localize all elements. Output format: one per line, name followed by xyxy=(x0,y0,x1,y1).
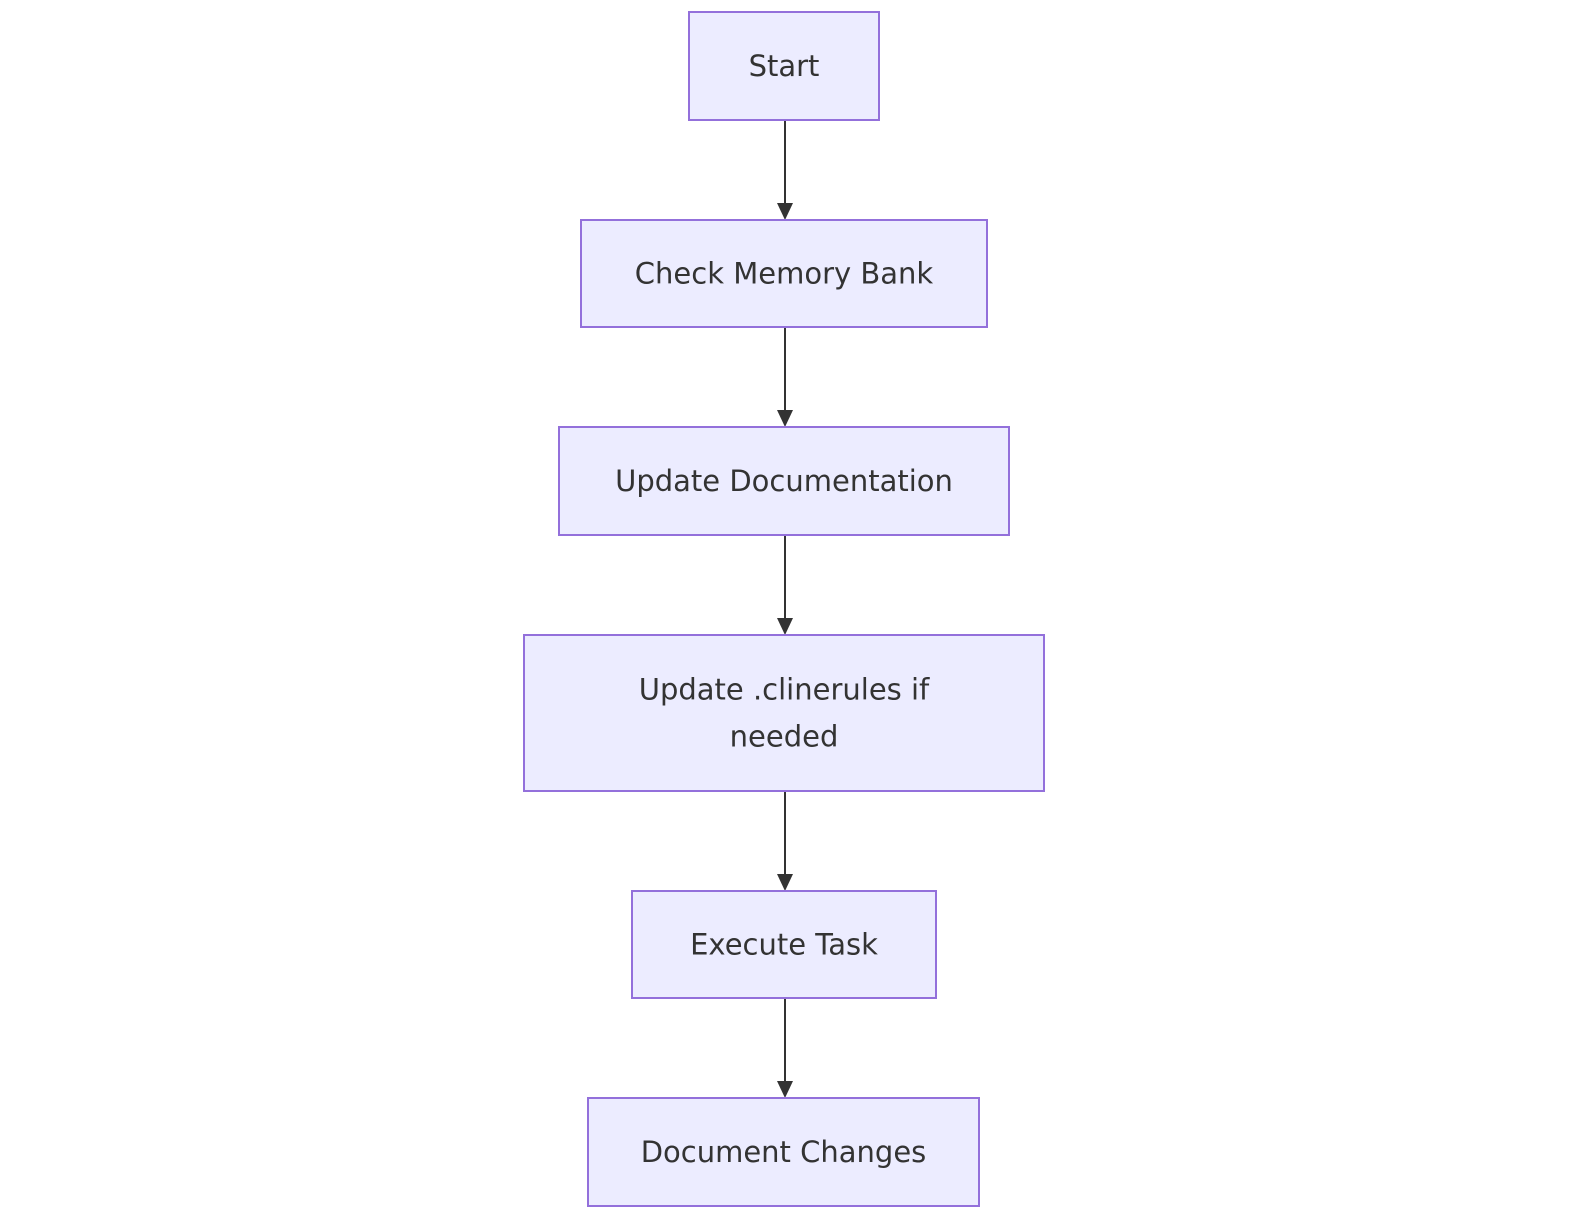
edge-update-documentation-to-update-clinerules xyxy=(777,535,793,635)
node-document-changes: Document Changes xyxy=(587,1097,980,1207)
node-box xyxy=(688,11,880,121)
node-box xyxy=(580,219,988,328)
node-box xyxy=(523,634,1045,792)
arrowhead-icon xyxy=(777,1081,793,1098)
arrowhead-icon xyxy=(777,410,793,427)
node-label: Document Changes xyxy=(641,1135,927,1169)
node-box xyxy=(587,1097,980,1207)
arrowhead-icon xyxy=(777,874,793,891)
edge-check-memory-bank-to-update-documentation xyxy=(777,327,793,427)
node-box xyxy=(558,426,1010,536)
node-label: Execute Task xyxy=(690,928,878,962)
node-update-documentation: Update Documentation xyxy=(558,426,1010,536)
edges xyxy=(777,120,793,1098)
node-label: needed xyxy=(730,720,839,754)
node-label: Update .clinerules if xyxy=(639,673,930,707)
edge-execute-task-to-document-changes xyxy=(777,998,793,1098)
edge-update-clinerules-to-execute-task xyxy=(777,791,793,891)
node-execute-task: Execute Task xyxy=(631,890,937,999)
node-start: Start xyxy=(688,11,880,121)
node-update-clinerules: Update .clinerules if needed xyxy=(523,634,1045,792)
node-label: Start xyxy=(749,49,820,83)
node-box xyxy=(631,890,937,999)
edge-start-to-check-memory-bank xyxy=(777,120,793,220)
arrowhead-icon xyxy=(777,203,793,220)
node-label: Update Documentation xyxy=(615,464,953,498)
node-label: Check Memory Bank xyxy=(635,257,934,291)
node-check-memory-bank: Check Memory Bank xyxy=(580,219,988,328)
arrowhead-icon xyxy=(777,618,793,635)
